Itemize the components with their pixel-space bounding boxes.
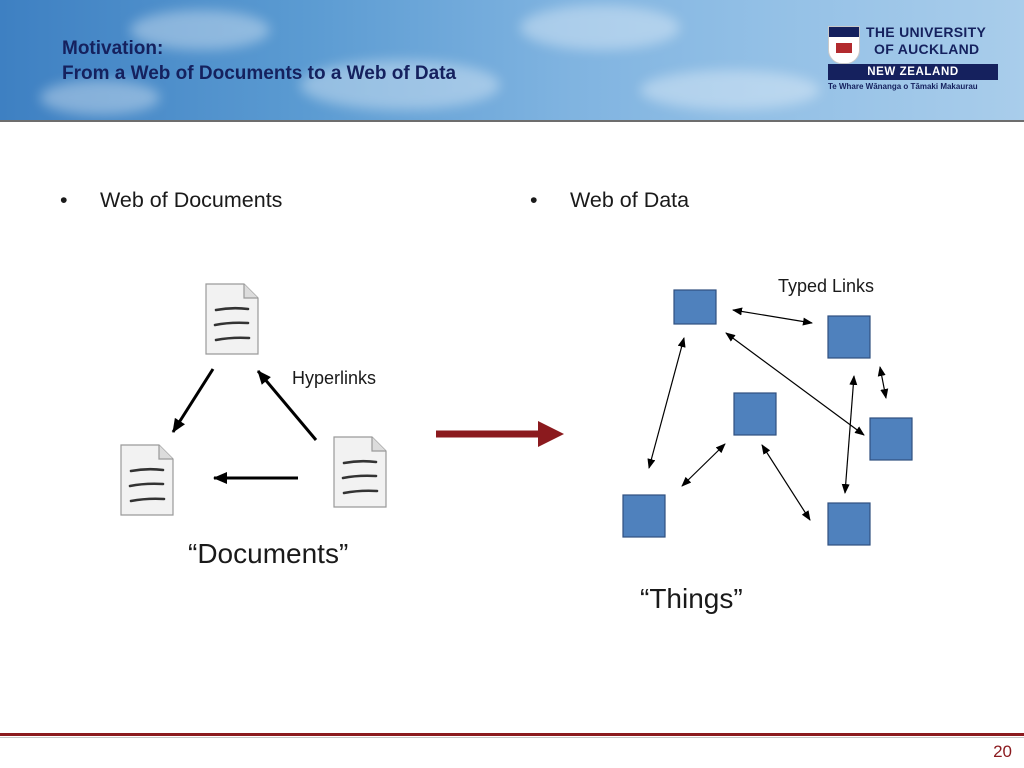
document-icon-right <box>332 435 388 509</box>
university-logo: THE UNIVERSITY OF AUCKLAND NEW ZEALAND T… <box>824 24 1002 98</box>
page-number: 20 <box>993 742 1012 761</box>
bullet-dot: • <box>60 188 68 212</box>
slide-title: Motivation: From a Web of Documents to a… <box>62 36 456 86</box>
hyperlink-arrow-right-to-top <box>256 370 318 441</box>
title-line-1: Motivation: <box>62 38 164 59</box>
typed-link-1-4 <box>725 332 865 436</box>
bullet-text: Web of Data <box>570 188 690 212</box>
hyperlink-arrow-top-to-left <box>171 368 215 433</box>
crest-icon <box>828 26 860 64</box>
transition-arrow-head <box>538 421 564 447</box>
typed-link-1-5 <box>647 337 686 469</box>
thing-node-1 <box>673 289 717 325</box>
typed-link-2-6 <box>841 375 858 494</box>
typed-link-3-5 <box>681 443 726 487</box>
logo-line-4: Te Whare Wānanga o Tāmaki Makaurau <box>828 82 978 91</box>
footer-rule-shadow <box>0 737 1024 738</box>
typed-link-1-2 <box>732 307 813 326</box>
title-line-2: From a Web of Documents to a Web of Data <box>62 63 457 84</box>
bullet-text: Web of Documents <box>100 188 283 212</box>
bullet-dot: • <box>530 188 538 212</box>
logo-line-3: NEW ZEALAND <box>828 64 998 80</box>
typed-link-3-6 <box>761 444 811 521</box>
thing-node-4 <box>869 417 913 461</box>
thing-node-5 <box>622 494 666 538</box>
footer-rule <box>0 733 1024 736</box>
things-caption: “Things” <box>640 583 743 614</box>
documents-caption: “Documents” <box>188 538 349 569</box>
typed-links-label: Typed Links <box>778 276 875 296</box>
hyperlinks-label: Hyperlinks <box>292 368 377 388</box>
document-icon-top <box>204 282 260 356</box>
thing-node-3 <box>733 392 777 436</box>
document-icon-left <box>119 443 175 517</box>
typed-link-2-4 <box>877 366 889 399</box>
header-rule <box>0 120 1024 122</box>
logo-line-1: THE UNIVERSITY <box>866 24 987 40</box>
logo-line-2: OF AUCKLAND <box>874 41 980 57</box>
thing-node-6 <box>827 502 871 546</box>
thing-node-2 <box>827 315 871 359</box>
